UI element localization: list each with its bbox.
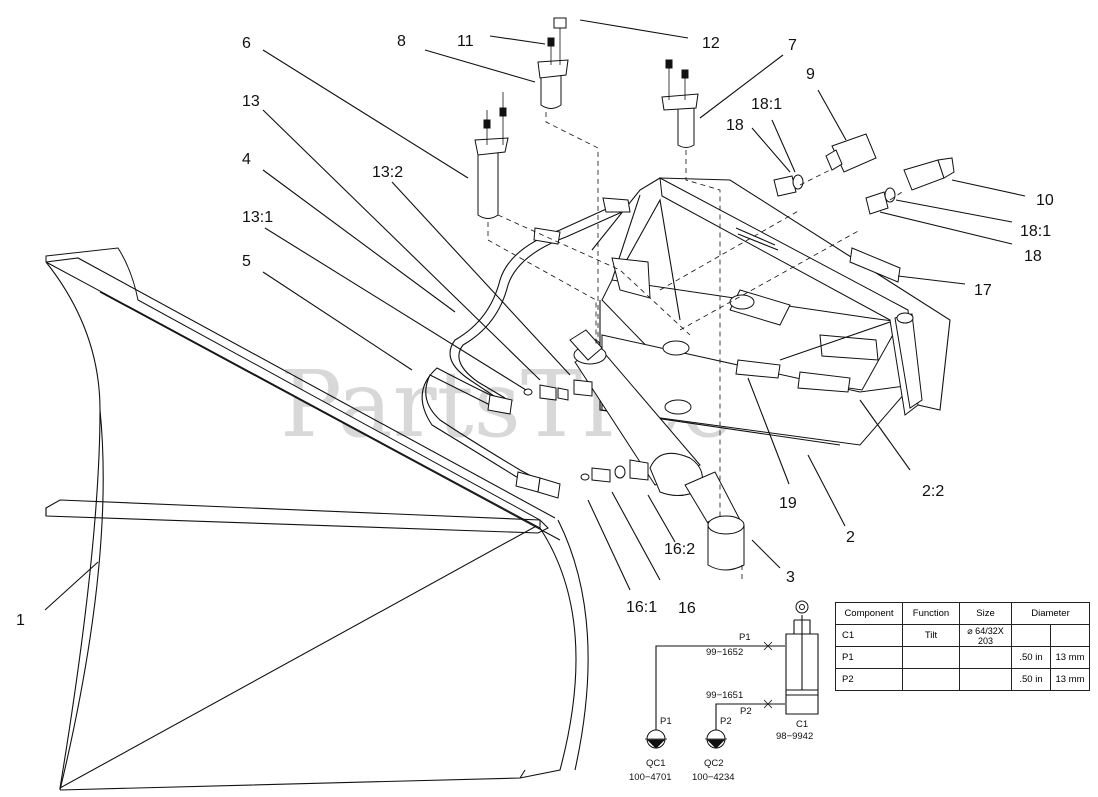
callout-17: 17	[974, 282, 992, 299]
callout-16: 16	[678, 600, 696, 617]
cell-function	[902, 646, 960, 669]
cell-component: P1	[835, 646, 903, 669]
cell-diameter-in: .50 in	[1011, 668, 1051, 691]
callout-13: 13	[242, 93, 260, 110]
cell-size: ⌀ 64/32X 203	[959, 624, 1012, 647]
callout-4: 4	[242, 151, 251, 168]
schematic-qc2-part: 100−4234	[692, 772, 735, 783]
callout-7: 7	[788, 37, 797, 54]
schematic-qc1-line: P1	[660, 716, 672, 727]
header-function: Function	[902, 602, 960, 625]
schematic-qc1-label: QC1	[646, 758, 666, 769]
cell-diameter-in: .50 in	[1011, 646, 1051, 669]
callout-11: 11	[457, 33, 474, 50]
callout-18-top: 18	[726, 117, 744, 134]
table-row: P1 .50 in 13 mm	[835, 646, 1090, 669]
cell-function	[902, 668, 960, 691]
callout-13-1: 13:1	[242, 209, 273, 226]
schematic-c1-part: 98−9942	[776, 731, 813, 742]
callout-13-2: 13:2	[372, 164, 403, 181]
cell-size	[959, 646, 1012, 669]
cell-diameter-mm	[1050, 624, 1090, 647]
cell-size	[959, 668, 1012, 691]
header-diameter: Diameter	[1011, 602, 1090, 625]
callout-2-2: 2:2	[922, 483, 944, 500]
hydraulic-schematic: P1 99−1652 99−1651 P2 C1 98−9942 P1 P2 Q…	[629, 600, 819, 783]
cell-component: P2	[835, 668, 903, 691]
callout-labels: 6 8 11 12 7 9 18:1 18 10 18:1 18 17 13 4…	[16, 33, 1054, 629]
callout-10: 10	[1036, 192, 1054, 209]
callout-5: 5	[242, 253, 251, 270]
plow-blade	[45, 247, 589, 791]
cell-function: Tilt	[902, 624, 960, 647]
callout-18-right: 18	[1024, 248, 1042, 265]
assembly-guide-lines	[487, 112, 906, 580]
cell-diameter-mm: 13 mm	[1050, 668, 1090, 691]
callout-1: 1	[16, 612, 25, 629]
mount-frame	[579, 177, 951, 446]
table-row: P2 .50 in 13 mm	[835, 668, 1090, 691]
callout-3: 3	[786, 569, 795, 586]
header-component: Component	[835, 602, 903, 625]
schematic-qc1-part: 100−4701	[629, 772, 672, 783]
cell-diameter-mm: 13 mm	[1050, 646, 1090, 669]
callout-9: 9	[806, 66, 815, 83]
pins-and-bolts	[474, 17, 699, 219]
schematic-qc2-label: QC2	[704, 758, 724, 769]
hydraulic-hoses	[421, 197, 631, 499]
quick-couplers	[773, 133, 955, 215]
callout-18-1-right: 18:1	[1020, 223, 1051, 240]
callout-18-1-top: 18:1	[751, 96, 782, 113]
callout-19: 19	[779, 495, 797, 512]
callout-8: 8	[397, 33, 406, 50]
component-spec-table: Component Function Size Diameter C1 Tilt…	[835, 602, 1090, 691]
schematic-p1-label: P1	[739, 632, 751, 643]
callout-2: 2	[846, 529, 855, 546]
fittings	[523, 379, 649, 483]
table-header-row: Component Function Size Diameter	[835, 602, 1090, 625]
hydraulic-cylinder	[569, 329, 745, 571]
cell-diameter-in	[1011, 624, 1051, 647]
schematic-p2-part: 99−1651	[706, 690, 743, 701]
schematic-p2-label: P2	[740, 706, 752, 717]
callout-16-2: 16:2	[664, 541, 695, 558]
callout-12: 12	[702, 35, 720, 52]
callout-6: 6	[242, 35, 251, 52]
callout-16-1: 16:1	[626, 599, 657, 616]
schematic-qc2-line: P2	[720, 716, 732, 727]
header-size: Size	[959, 602, 1012, 625]
leader-lines	[44, 19, 1026, 611]
table-row: C1 Tilt ⌀ 64/32X 203	[835, 624, 1090, 647]
schematic-p1-part: 99−1652	[706, 647, 743, 658]
schematic-c1-label: C1	[796, 719, 808, 730]
cell-component: C1	[835, 624, 903, 647]
